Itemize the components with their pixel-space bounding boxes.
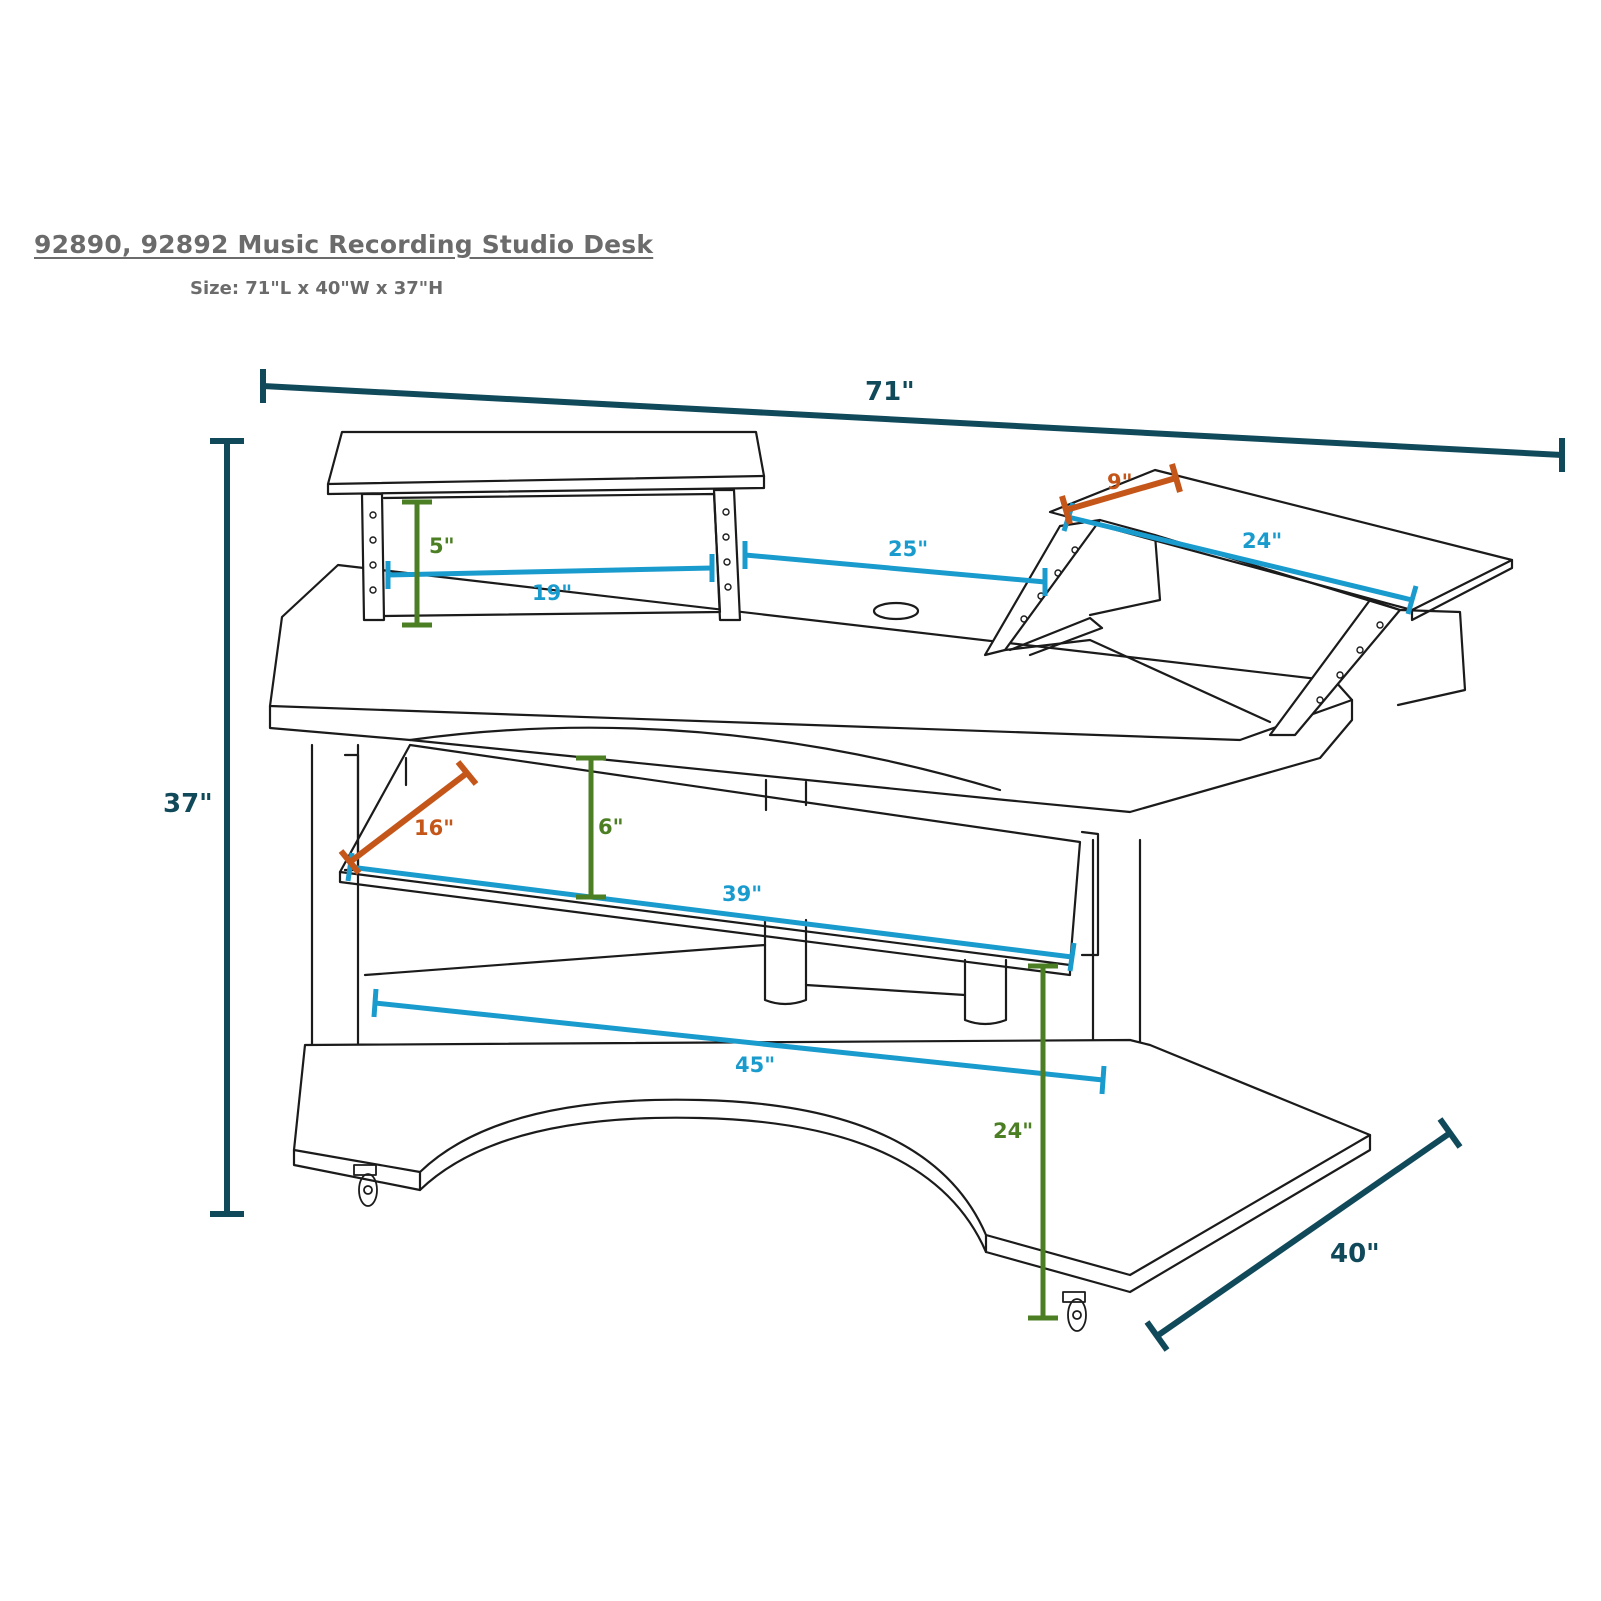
dimension-labels: 71" 37" 40" 19" 25" 24" 39" 45" 5" 6" 24… xyxy=(163,377,1380,1269)
rack-body xyxy=(1088,518,1162,617)
dim-rack-top-depth xyxy=(1059,463,1183,525)
label-rack-top-width: 24" xyxy=(1242,529,1282,553)
desktop-front-curve xyxy=(408,726,1002,792)
rack-floor xyxy=(1003,638,1272,724)
keyboard-slide-right xyxy=(1080,830,1100,957)
label-overall-depth: 40" xyxy=(1330,1239,1380,1269)
dim-hutch-height xyxy=(402,499,432,628)
grommet-hole xyxy=(872,601,920,621)
hutch-shelf-edge xyxy=(326,474,766,496)
hutch-bracket-holes xyxy=(369,508,732,594)
hutch-left-bracket xyxy=(360,492,386,622)
label-keyboard-height: 6" xyxy=(598,815,624,839)
rack-back-panel xyxy=(1153,533,1467,707)
dim-overall-length xyxy=(260,369,1565,472)
diagram-title: 92890, 92892 Music Recording Studio Desk xyxy=(34,230,654,259)
caster-right xyxy=(1062,1291,1087,1332)
dim-center-gap xyxy=(742,541,1048,596)
label-overall-height: 37" xyxy=(163,789,213,819)
label-leg-clearance: 24" xyxy=(993,1119,1033,1143)
label-keyboard-width: 39" xyxy=(722,882,762,906)
dim-base-width xyxy=(371,988,1107,1095)
rack-stop-rail xyxy=(1008,616,1104,657)
label-overall-length: 71" xyxy=(865,377,915,407)
modesty-line xyxy=(363,943,967,997)
label-rack-top-depth: 9" xyxy=(1107,470,1133,494)
diagram-subtitle: Size: 71"L x 40"W x 37"H xyxy=(190,278,444,299)
label-hutch-height: 5" xyxy=(429,534,455,558)
base-top xyxy=(292,1038,1372,1277)
label-center-gap: 25" xyxy=(888,537,928,561)
dim-leg-clearance xyxy=(1028,963,1058,1321)
base-edge xyxy=(292,1133,1372,1294)
caster-left xyxy=(353,1164,378,1207)
hutch-shelf xyxy=(326,430,766,486)
dim-keyboard-width xyxy=(345,852,1077,972)
label-hutch-width: 19" xyxy=(532,581,572,605)
hutch-back-panel xyxy=(382,492,722,618)
rack-top-edge xyxy=(1410,558,1514,622)
keyboard-tray-top xyxy=(338,743,1082,967)
rear-leg-right xyxy=(963,958,1008,1026)
dim-overall-depth xyxy=(1144,1117,1463,1352)
rack-right-side xyxy=(1268,598,1402,737)
dim-keyboard-height xyxy=(576,755,606,900)
desktop-front-edge xyxy=(268,698,1354,814)
label-keyboard-depth: 16" xyxy=(414,816,454,840)
dim-overall-height xyxy=(210,438,244,1217)
rear-support-panel xyxy=(404,756,808,812)
base-cutout-edge xyxy=(418,1116,988,1254)
dim-hutch-width xyxy=(385,554,715,589)
dim-keyboard-depth xyxy=(338,760,479,875)
rear-leg-left xyxy=(763,918,808,1006)
keyboard-tray-front xyxy=(338,870,1072,977)
label-base-width: 45" xyxy=(735,1053,775,1077)
desktop-surface xyxy=(268,563,1354,742)
dimension-lines xyxy=(210,369,1565,1352)
desk-outline xyxy=(268,430,1514,1332)
